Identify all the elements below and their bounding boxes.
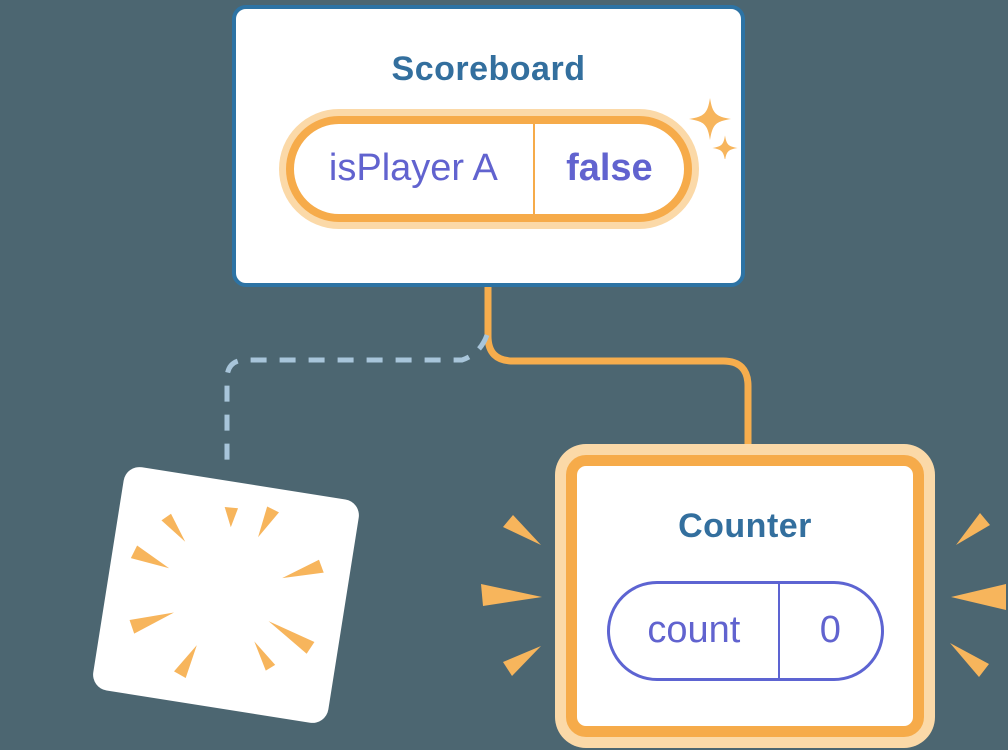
counter-card: Counter count 0 [566, 455, 924, 737]
counter-title: Counter [678, 507, 812, 545]
scoreboard-card: Scoreboard isPlayer A false [232, 5, 745, 287]
scoreboard-title: Scoreboard [391, 50, 586, 88]
poof-burst-icon [129, 506, 324, 679]
connector-dashed-scoreboard-poof [224, 334, 490, 472]
state-value: false [566, 147, 653, 190]
state-name: isPlayer A [294, 123, 536, 214]
state-name: count [610, 583, 781, 678]
emphasis-rays-icon [481, 513, 1006, 677]
counter-state-pill: count 0 [606, 580, 884, 681]
scoreboard-state-pill: isPlayer A false [285, 115, 692, 222]
sparkle-icon [689, 98, 738, 159]
connector-solid-scoreboard-counter [484, 284, 752, 462]
state-value: 0 [819, 609, 841, 652]
poof-card [90, 464, 362, 726]
